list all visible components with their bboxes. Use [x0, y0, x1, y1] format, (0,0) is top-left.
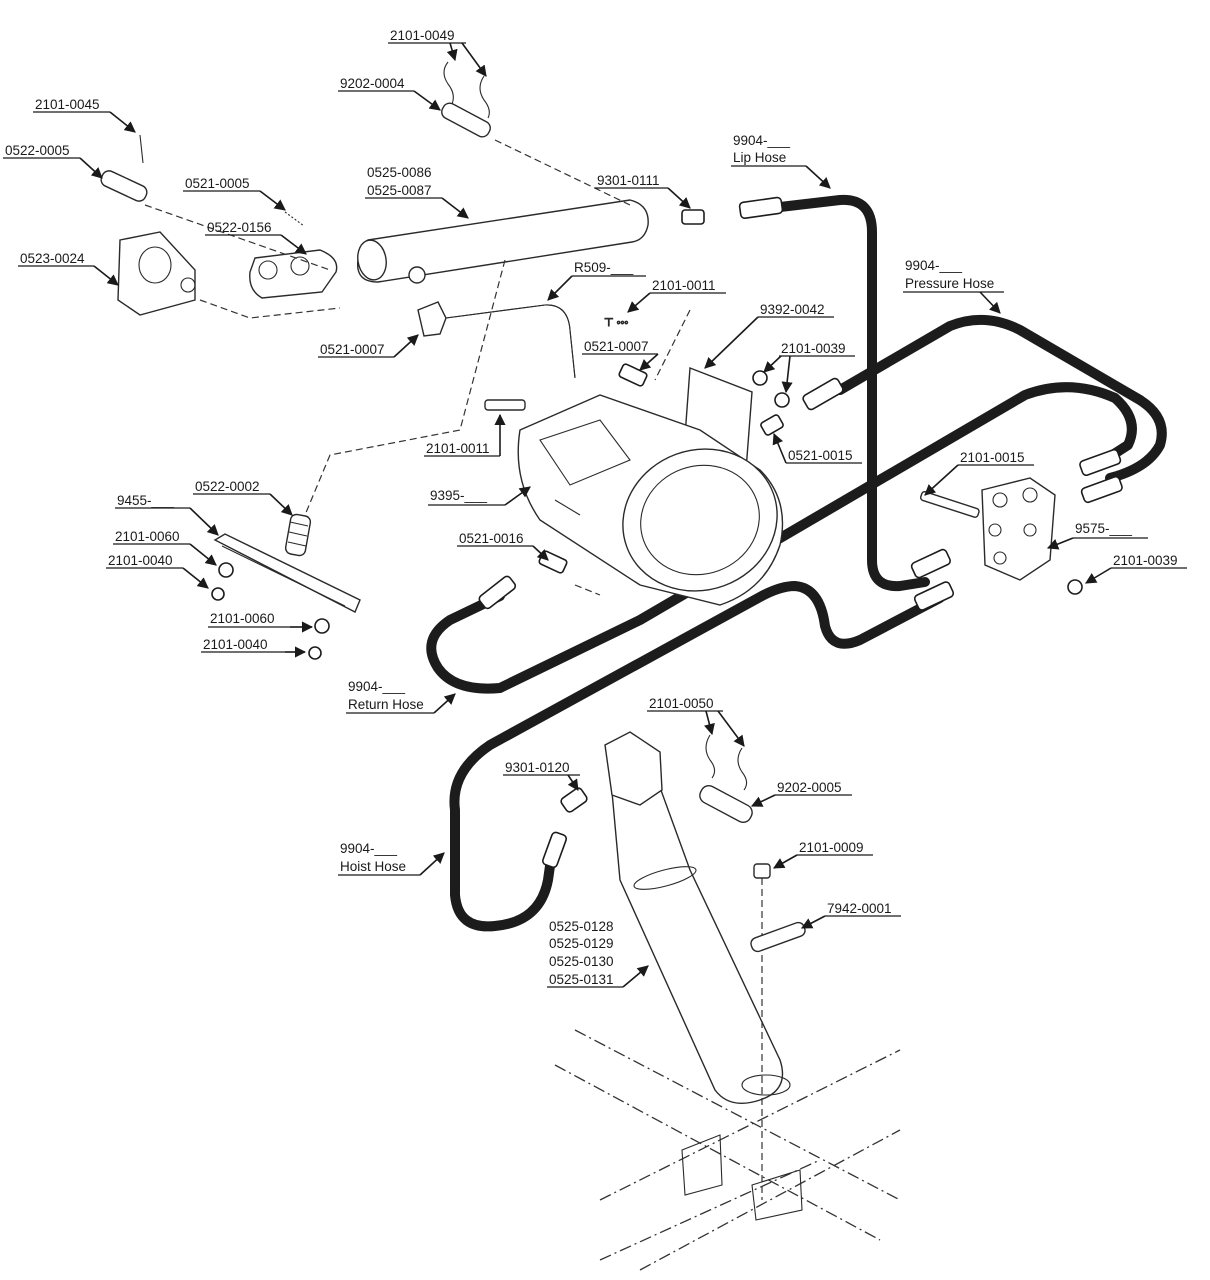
label-0525-0087: 0525-0087	[367, 183, 432, 198]
label-2101-0049: 2101-0049	[390, 28, 455, 43]
label-9395: 9395-___	[430, 488, 488, 503]
pin-9202-0004[interactable]	[439, 101, 492, 140]
pin-9202-0005[interactable]	[697, 783, 755, 825]
fitting-0521-0007-b[interactable]	[618, 363, 648, 387]
hoist-cylinder[interactable]	[609, 759, 784, 1104]
label-2101-0009: 2101-0009	[799, 840, 864, 855]
label-2101-0060-a: 2101-0060	[115, 529, 180, 544]
label-0525-0131: 0525-0131	[549, 972, 614, 987]
bolt-2101-0009[interactable]	[753, 863, 771, 879]
lip-hose[interactable]	[775, 194, 930, 592]
label-9301-0120: 9301-0120	[505, 760, 570, 775]
elbow-0521-0007[interactable]	[417, 301, 447, 337]
svg-text:⊤ ◦◦◦: ⊤ ◦◦◦	[604, 317, 628, 329]
nut-2101-0040-b[interactable]	[308, 646, 322, 660]
label-9904-hoist-number: 9904-___	[340, 841, 398, 856]
valve-9575[interactable]	[981, 477, 1056, 581]
label-7942-0001: 7942-0001	[827, 901, 892, 916]
label-9301-0111: 9301-0111	[597, 173, 660, 188]
label-0521-0005: 0521-0005	[185, 176, 250, 191]
control-valve-assembly	[920, 477, 1083, 595]
pump-motor-assembly: ⊤ ◦◦◦	[484, 309, 790, 606]
bolt-2101-0011[interactable]	[484, 399, 526, 411]
label-9904-pressure-name: Pressure Hose	[905, 276, 994, 291]
label-2101-0045: 2101-0045	[35, 97, 100, 112]
clip-2101-0049-b[interactable]	[479, 75, 490, 119]
fitting-9301-0120[interactable]	[560, 787, 589, 814]
label-9904-return-name: Return Hose	[348, 697, 424, 712]
clip-2101-0049-a[interactable]	[443, 61, 454, 105]
label-9904-pressure-number: 9904-___	[905, 258, 963, 273]
fitting-0521-0015[interactable]	[760, 414, 784, 436]
pressure-hose[interactable]	[835, 314, 1167, 483]
label-2101-0039-b: 2101-0039	[1113, 553, 1178, 568]
spring-0522-0002[interactable]	[284, 513, 312, 557]
label-0521-0007-b: 0521-0007	[320, 342, 385, 357]
mount-bracket[interactable]	[117, 231, 196, 316]
return-hose[interactable]	[426, 382, 1137, 694]
label-0525-0130: 0525-0130	[549, 954, 614, 969]
label-0521-0015: 0521-0015	[788, 448, 853, 463]
label-0525-0128: 0525-0128	[549, 919, 614, 934]
washer-2101-0060-a[interactable]	[218, 562, 234, 578]
label-0525-0086: 0525-0086	[367, 165, 432, 180]
label-9455: 9455-___	[117, 493, 175, 508]
hoses	[426, 194, 1167, 932]
label-0522-0002: 0522-0002	[195, 479, 260, 494]
fitting-0521-0016[interactable]	[538, 550, 568, 574]
label-2101-0060-b: 2101-0060	[210, 611, 275, 626]
callout-labels: 2101-0049 9202-0004 2101-0045 0522-0005 …	[3, 28, 1187, 988]
bolt-2101-0045[interactable]	[139, 134, 144, 164]
label-9904-lip-name: Lip Hose	[733, 150, 786, 165]
label-9202-0004: 9202-0004	[340, 76, 405, 91]
hose-fittings	[478, 196, 1123, 869]
label-9392-0042: 9392-0042	[760, 302, 825, 317]
label-0523-0024: 0523-0024	[20, 251, 85, 266]
label-2101-0011-a: 2101-0011	[652, 278, 716, 293]
strap-7942-0001[interactable]	[749, 921, 806, 953]
label-2101-0011-b: 2101-0011	[426, 441, 490, 456]
pin-0522-0005[interactable]	[99, 169, 149, 204]
label-9904-return-number: 9904-___	[348, 679, 406, 694]
nut-2101-0039-b[interactable]	[1067, 579, 1083, 595]
lip-cylinder-assembly	[99, 61, 705, 516]
label-0521-0007-a: 0521-0007	[584, 339, 649, 354]
hoist-cylinder-head[interactable]	[604, 731, 663, 806]
label-0522-0005: 0522-0005	[5, 143, 70, 158]
label-2101-0039-a: 2101-0039	[781, 341, 846, 356]
label-0522-0156: 0522-0156	[207, 220, 272, 235]
hoist-cylinder-assembly	[554, 731, 901, 1271]
label-0525-0129: 0525-0129	[549, 936, 614, 951]
nut-2101-0039-a2[interactable]	[774, 392, 790, 408]
label-2101-0050: 2101-0050	[649, 696, 714, 711]
label-9904-lip-number: 9904-___	[733, 133, 791, 148]
label-9575: 9575-___	[1075, 521, 1133, 536]
label-9202-0005: 9202-0005	[777, 780, 842, 795]
bolt-2101-0015[interactable]	[920, 491, 980, 518]
nut-2101-0040-a[interactable]	[211, 587, 225, 601]
label-2101-0040-a: 2101-0040	[108, 553, 173, 568]
fitting-0521-0005[interactable]	[284, 211, 305, 227]
clip-2101-0050-b[interactable]	[737, 747, 748, 791]
label-r509: R509-___	[574, 260, 634, 275]
nut-2101-0039-a[interactable]	[752, 370, 768, 386]
label-2101-0015: 2101-0015	[960, 450, 1025, 465]
hoist-hose[interactable]	[449, 581, 945, 932]
label-2101-0040-b: 2101-0040	[203, 637, 268, 652]
linkage-assembly	[211, 513, 361, 660]
label-0521-0016: 0521-0016	[459, 531, 524, 546]
label-9904-hoist-name: Hoist Hose	[340, 859, 406, 874]
washer-2101-0060-b[interactable]	[314, 618, 330, 634]
fitting-9301-0111[interactable]	[681, 209, 705, 225]
clip-2101-0050-a[interactable]	[705, 734, 716, 779]
